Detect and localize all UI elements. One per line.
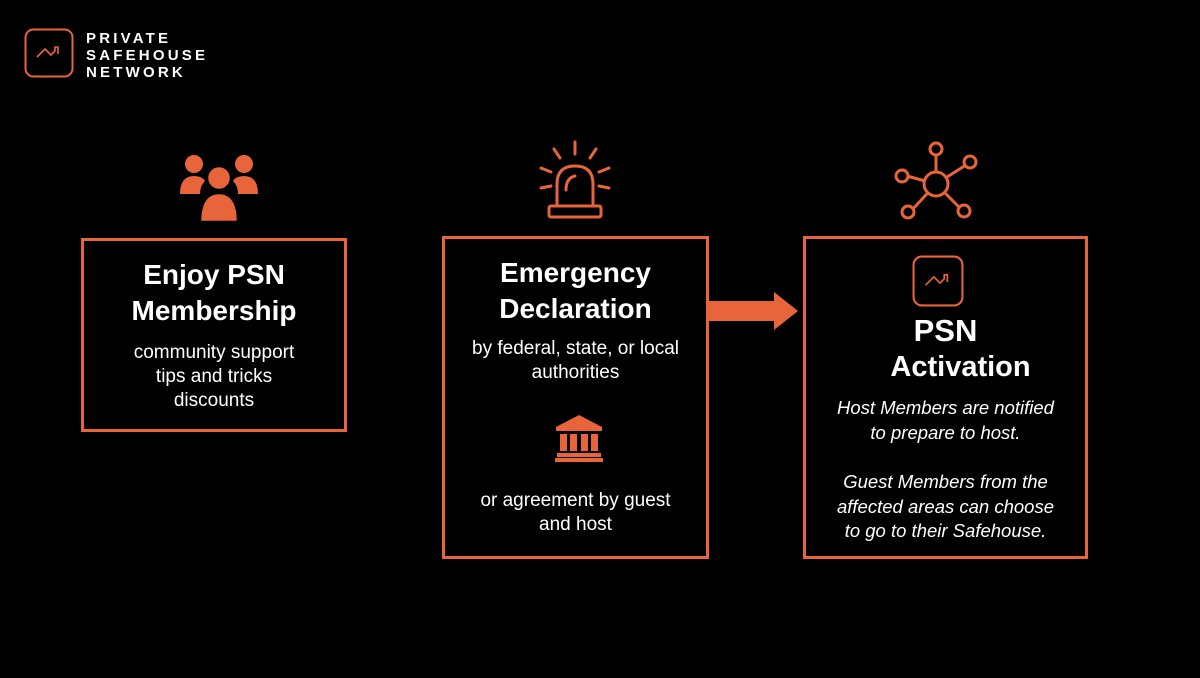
host-notice-line: to prepare to host.	[870, 421, 1021, 443]
people-group-icon	[180, 155, 258, 222]
brand-line-2: SAFEHOUSE	[86, 47, 209, 64]
brand-name: PRIVATE SAFEHOUSE NETWORK	[86, 30, 208, 81]
agreement-line: and host	[539, 514, 612, 535]
guest-notice-line: affected areas can choose	[836, 495, 1054, 517]
safehouse-logo-icon	[24, 28, 74, 78]
step-membership-title-line-2: Membership	[131, 295, 297, 326]
step-activation: PSN Activation Host Members are notified…	[803, 236, 1088, 559]
guest-notice-line: to go to their Safehouse.	[844, 520, 1047, 541]
host-notice: Host Members are notified to prepare to …	[806, 396, 1085, 445]
declaration-source-line: authorities	[531, 362, 620, 383]
brand-logo: PRIVATE SAFEHOUSE NETWORK	[24, 28, 208, 81]
declaration-source-line: by federal, state, or local	[472, 338, 679, 359]
step-emergency: Emergency Declaration by federal, state,…	[442, 236, 709, 559]
brand-line-3: NETWORK	[86, 64, 186, 81]
agreement-line: or agreement by guest	[480, 490, 671, 511]
step-membership: Enjoy PSN Membership community support t…	[81, 238, 347, 432]
step-activation-title-line-2: Activation	[890, 351, 1031, 383]
guest-notice: Guest Members from the affected areas ca…	[806, 470, 1085, 544]
safehouse-logo-icon	[912, 255, 964, 307]
benefit-item: discounts	[173, 390, 255, 411]
brand-line-1: PRIVATE	[86, 30, 172, 47]
government-building-icon	[555, 415, 603, 462]
step-activation-title-line-1: PSN	[913, 313, 978, 348]
step-emergency-title-line-2: Declaration	[499, 293, 652, 324]
network-hub-icon	[894, 141, 978, 220]
arrow-right-icon	[708, 292, 798, 330]
benefit-item: tips and tricks	[155, 366, 273, 387]
alarm-siren-icon	[539, 140, 611, 219]
step-membership-title-line-1: Enjoy PSN	[143, 259, 285, 290]
guest-notice-line: Guest Members from the	[843, 471, 1048, 492]
benefit-item: community support	[133, 342, 295, 363]
host-notice-line: Host Members are notified	[837, 397, 1054, 418]
step-emergency-title-line-1: Emergency	[500, 257, 651, 288]
